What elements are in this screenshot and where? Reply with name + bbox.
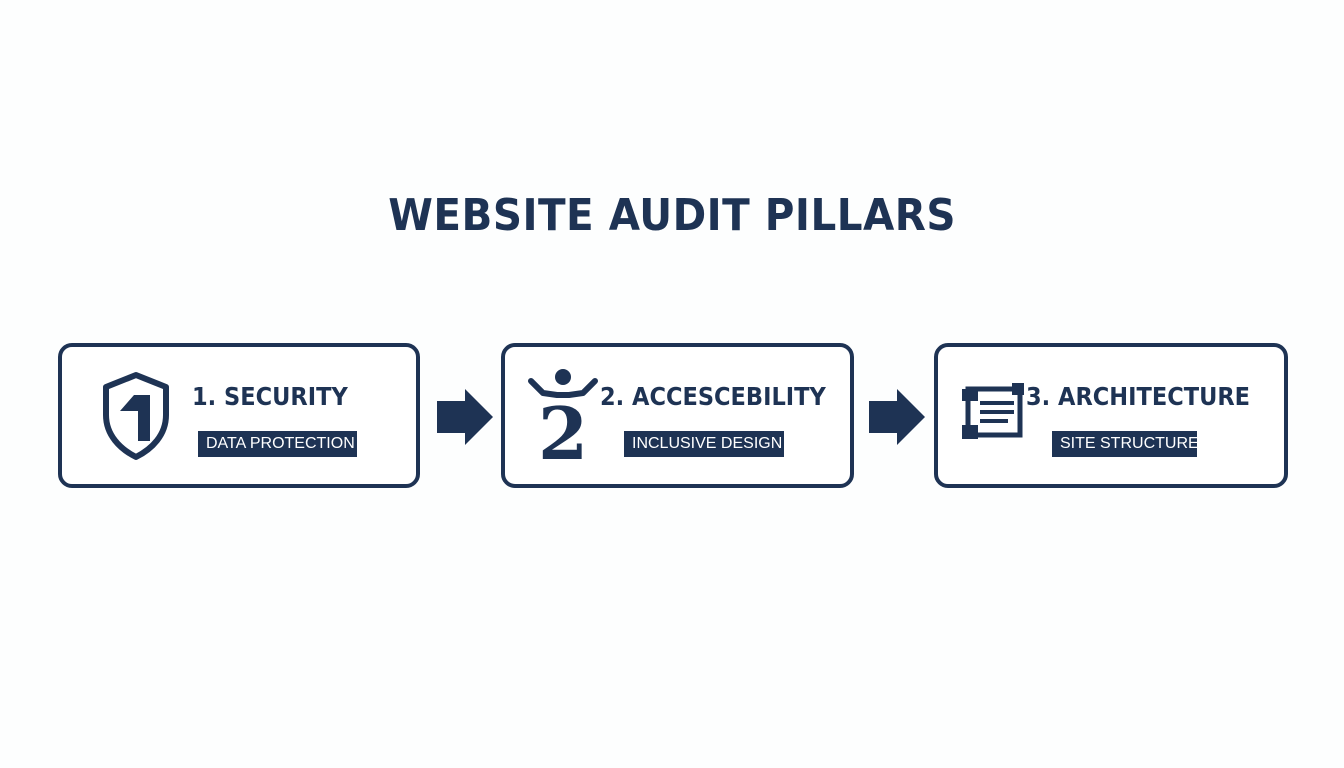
svg-text:2: 2 <box>538 391 588 465</box>
arrow-right-icon <box>435 387 495 452</box>
shield-icon <box>100 371 172 466</box>
diagram-title: WEBSITE AUDIT PILLARS <box>388 190 956 241</box>
pillar-card-accessibility: 2 2. ACCESCEBILITY INCLUSIVE DESIGN <box>501 343 854 488</box>
pillar-title-security: 1. SECURITY <box>192 382 348 411</box>
pillar-tag-accessibility: INCLUSIVE DESIGN <box>624 431 784 457</box>
pillar-card-security: 1. SECURITY DATA PROTECTION <box>58 343 420 488</box>
pillar-card-architecture: 3. ARCHITECTURE SITE STRUCTURE <box>934 343 1288 488</box>
accessibility-person-icon: 2 <box>527 365 599 476</box>
pillar-title-architecture: 3. ARCHITECTURE <box>1026 382 1251 411</box>
scroll-document-icon <box>958 381 1028 448</box>
arrow-right-icon <box>867 387 927 452</box>
pillar-tag-architecture: SITE STRUCTURE <box>1052 431 1199 457</box>
pillar-tag-security: DATA PROTECTION <box>198 431 357 457</box>
pillar-title-accessibility: 2. ACCESCEBILITY <box>600 382 826 411</box>
